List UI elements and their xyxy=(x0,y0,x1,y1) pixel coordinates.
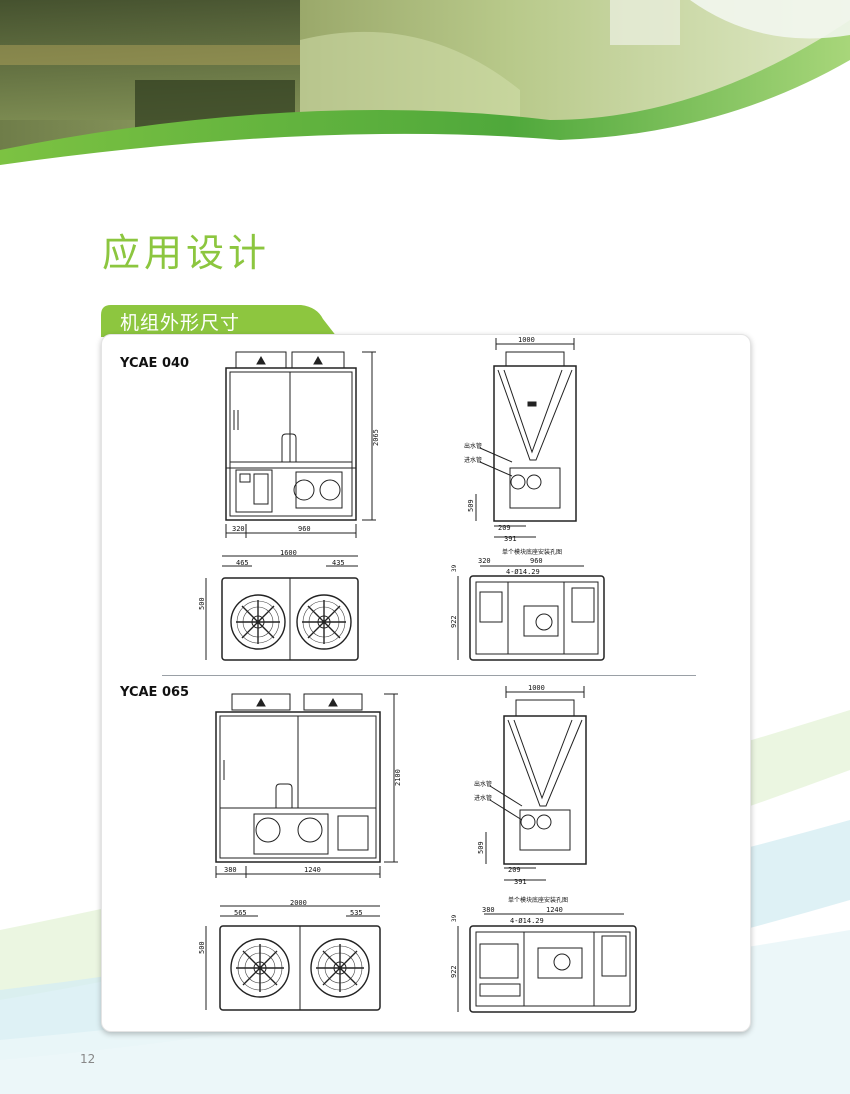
fan-icon xyxy=(296,594,352,650)
ycae065-top-view: 2000 565 535 500 xyxy=(198,899,381,1011)
ycae065-base-plan: 单个模块底座安装孔图 380 1240 4-Ø14.29 39 922 xyxy=(450,896,637,1013)
fan-icon xyxy=(230,594,286,650)
dim-height: 2065 xyxy=(372,429,380,446)
fan-icon xyxy=(310,938,370,998)
outlet-pipe-label: 出水管 xyxy=(464,442,482,450)
ycae040-side-view: 1000 出水管 进水管 509 209 391 xyxy=(464,336,577,543)
hole-spec: 4-Ø14.29 xyxy=(510,917,544,925)
page-number: 12 xyxy=(80,1052,96,1066)
dim-depth: 500 xyxy=(198,941,206,954)
dim-pipe-height: 509 xyxy=(467,499,475,512)
hole-spec: 4-Ø14.29 xyxy=(506,568,540,576)
ycae065-side-view: 1000 出水管 进水管 509 209 391 xyxy=(474,684,587,886)
model-name-ycae040: YCAE 040 xyxy=(120,356,190,371)
dim-length: 2000 xyxy=(290,899,307,907)
dim-width: 960 xyxy=(298,525,311,533)
base-plan-title: 单个模块底座安装孔图 xyxy=(502,548,562,556)
inlet-pipe-label: 进水管 xyxy=(464,456,482,464)
page-title: 应用设计 xyxy=(102,231,271,275)
dim-base-depth: 922 xyxy=(450,615,458,628)
inlet-pipe-label: 进水管 xyxy=(474,794,492,802)
dim-left-fan: 565 xyxy=(234,909,247,917)
fan-icon xyxy=(230,938,290,998)
dim-base-depth: 922 xyxy=(450,965,458,978)
ycae040-front-view: 320 960 2065 xyxy=(225,351,380,538)
dim-side-width: 1000 xyxy=(528,684,545,692)
header-banner xyxy=(0,0,850,190)
dim-base-offset: 380 xyxy=(482,906,495,914)
outlet-pipe-label: 出水管 xyxy=(474,780,492,788)
section-title: 机组外形尺寸 xyxy=(120,312,241,334)
base-plan-title: 单个模块底座安装孔图 xyxy=(508,896,568,904)
dim-height: 2100 xyxy=(394,769,402,786)
dim-left-offset: 320 xyxy=(232,525,245,533)
dim-left-fan: 465 xyxy=(236,559,249,567)
dim-right-fan: 535 xyxy=(350,909,363,917)
content-panel xyxy=(101,334,751,1032)
dim-base-span: 960 xyxy=(530,557,543,565)
dim-base-edge: 39 xyxy=(451,914,458,922)
dim-base-edge: 39 xyxy=(451,564,458,572)
dim-side-width: 1000 xyxy=(518,336,535,344)
model-divider xyxy=(162,675,696,676)
dim-pipe-offset-a: 209 xyxy=(508,866,521,874)
dim-left-offset: 380 xyxy=(224,866,237,874)
dim-depth: 500 xyxy=(198,597,206,610)
dim-pipe-offset-b: 391 xyxy=(514,878,527,886)
dim-base-span: 1240 xyxy=(546,906,563,914)
dim-pipe-offset-a: 209 xyxy=(498,524,511,532)
ycae065-front-view: 380 1240 2100 xyxy=(215,693,402,878)
ycae040-top-view: 1600 465 435 500 xyxy=(198,549,359,661)
dim-width: 1240 xyxy=(304,866,321,874)
dim-length: 1600 xyxy=(280,549,297,557)
ycae040-base-plan: 单个模块底座安装孔图 320 960 4-Ø14.29 39 922 xyxy=(450,548,605,661)
dim-base-offset: 320 xyxy=(478,557,491,565)
section-tab xyxy=(101,305,337,337)
dim-right-fan: 435 xyxy=(332,559,345,567)
dim-pipe-offset-b: 391 xyxy=(504,535,517,543)
dim-pipe-height: 509 xyxy=(477,841,485,854)
model-name-ycae065: YCAE 065 xyxy=(120,685,190,700)
